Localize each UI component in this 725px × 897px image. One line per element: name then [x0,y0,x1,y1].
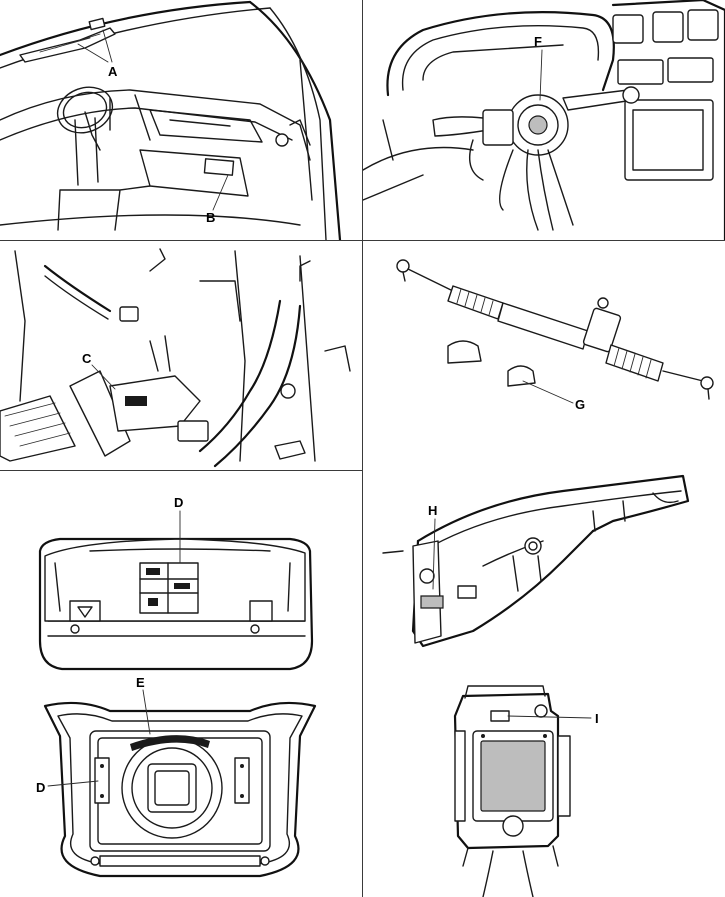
right-bracket [275,346,350,459]
panel-divider-vertical [362,0,363,897]
panel-steering-column: F [363,0,725,240]
leader-i [508,716,591,718]
instrument-cluster [387,12,613,95]
brake-hose [45,249,165,321]
rack-left-tierod [397,260,453,291]
center-console [613,0,725,240]
rack-right-tierod [663,371,713,399]
dashboard-body [0,90,310,230]
pad-outer [45,703,315,876]
steering-wheel [51,80,119,150]
leader-f [540,50,542,100]
side-brackets [95,758,249,803]
rack-housing [498,298,621,352]
leader-e [143,690,150,734]
callout-f: F [534,34,542,49]
module-tabs [70,601,272,633]
inflator [122,735,222,838]
callout-g: G [575,397,585,412]
panel-dashboard-right: H [363,471,725,676]
leader-c [92,365,115,389]
leader-g [523,381,573,403]
airbag-lower [463,816,558,897]
sun-visor [20,18,115,62]
panel-divider-row1 [0,240,725,241]
callout-h: H [428,503,437,518]
rack-boot-right [606,345,663,381]
mounting-clamps [448,341,535,386]
panel-steering-rack: G [363,241,725,412]
panel-airbag-module: D [0,495,362,676]
panel-pedal-area: C [0,241,362,470]
module-label-plate [140,563,198,613]
callout-d-top: D [174,495,183,510]
firewall-structure [15,251,315,461]
callout-a: A [108,64,118,79]
panel-divider-row2 [0,470,362,471]
dash-lower [363,120,473,200]
panel-steering-wheel-pad: E D [36,676,362,897]
dash-end-panel [383,541,476,643]
callout-b: B [206,210,215,225]
callout-i: I [595,711,599,726]
dash-shell [413,476,688,646]
callout-d-bottom: D [36,780,45,795]
dash-center-stack [483,538,543,591]
callout-c: C [82,351,92,366]
airbag-housing [455,686,558,848]
clock-spring [483,95,568,155]
pad-bottom [91,856,269,866]
panel-dash-left: A B [0,0,362,240]
sensor-module [110,336,208,441]
leader-lines [78,30,228,210]
airbag-mounts [455,731,570,821]
callout-e: E [136,676,145,690]
wiring-harness [470,140,573,230]
brake-pedal [0,371,130,461]
leader-h [433,519,435,589]
air-duct [200,261,310,466]
leader-d-bottom [48,781,98,786]
panel-passenger-airbag: I [363,676,599,897]
rack-boot-left [448,286,503,319]
door-panel [276,60,312,200]
